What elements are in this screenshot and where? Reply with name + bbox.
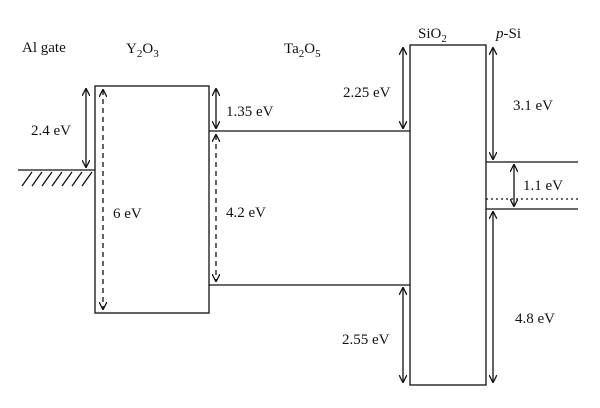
label-ta2o5-sio2-vb-offset: 2.55 eV <box>342 332 390 348</box>
label-ta2o5-sio2-cb-offset: 2.25 eV <box>343 85 391 101</box>
label-al-y2o3-offset: 2.4 eV <box>31 123 71 139</box>
label-y2o3-gap: 6 eV <box>113 206 142 222</box>
sio2-label: SiO2 <box>418 26 447 45</box>
al-gate-label: Al gate <box>22 40 66 56</box>
sio2-box <box>409 44 487 386</box>
label-si-gap: 1.1 eV <box>523 178 563 194</box>
label-ta2o5-gap: 4.2 eV <box>226 205 266 221</box>
ta2o5-label: Ta2O5 <box>284 41 321 60</box>
label-y2o3-ta2o5-cb-offset: 1.35 eV <box>226 104 274 120</box>
psi-label: p-Si <box>495 26 521 42</box>
label-sio2-si-vb-offset: 4.8 eV <box>515 311 555 327</box>
y2o3-box <box>94 85 210 314</box>
al-gate-metal <box>18 169 95 187</box>
label-sio2-si-cb-offset: 3.1 eV <box>513 98 553 114</box>
y2o3-label: Y2O3 <box>126 41 159 60</box>
